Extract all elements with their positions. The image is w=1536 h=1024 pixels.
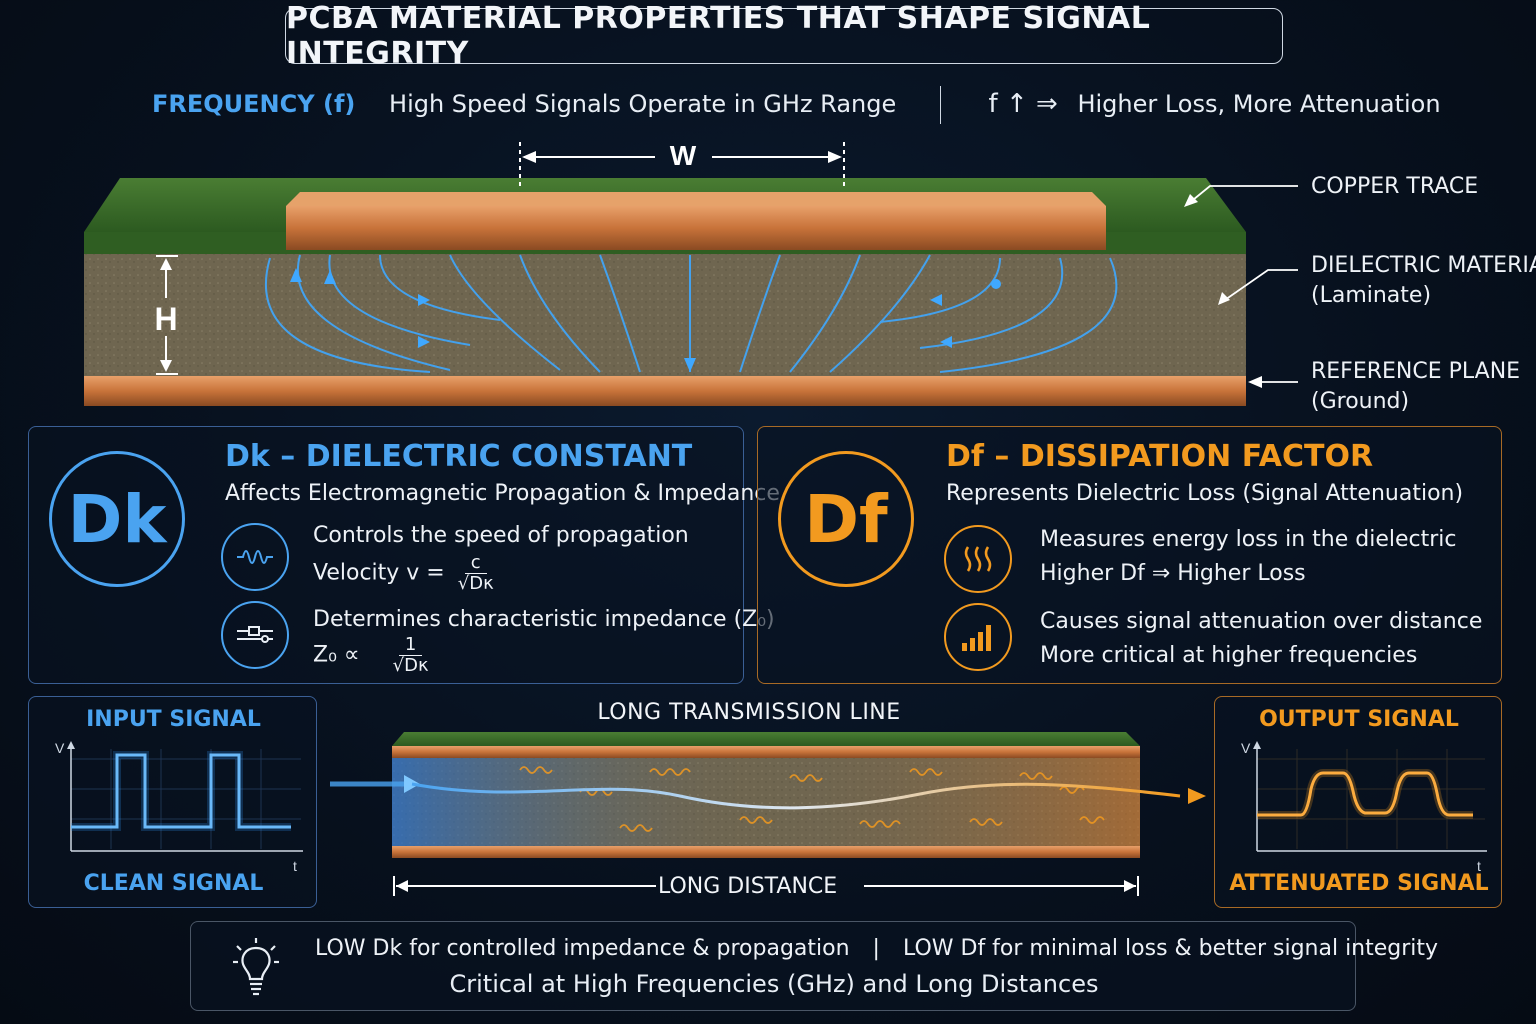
reference-plane-label-line1: REFERENCE PLANE (1311, 359, 1521, 384)
frequency-row: FREQUENCY (f) High Speed Signals Operate… (152, 86, 1441, 124)
dk-impedance-den: √Dκ (392, 655, 429, 676)
tline-top-copper (392, 746, 1140, 758)
frequency-description: High Speed Signals Operate in GHz Range (389, 90, 897, 118)
output-t-axis: t (1477, 858, 1481, 874)
wave-icon (221, 523, 289, 591)
output-signal-plot: V t (1241, 740, 1487, 874)
field-arrows (290, 268, 1001, 372)
summary-dk: LOW Dk for controlled impedance & propag… (315, 936, 850, 961)
frequency-effect: Higher Loss, More Attenuation (1077, 90, 1441, 118)
dk-badge: Dk (49, 451, 185, 587)
df-heading: Df – DISSIPATION FACTOR (946, 439, 1374, 474)
page-title-text: PCBA MATERIAL PROPERTIES THAT SHAPE SIGN… (286, 1, 1151, 71)
df-item2-text: Causes signal attenuation over distance (1040, 609, 1483, 634)
output-signal-panel: OUTPUT SIGNAL V t ATTENUATED SIGNAL (1214, 696, 1502, 908)
transmission-title: LONG TRANSMISSION LINE (597, 700, 901, 725)
copper-trace (286, 206, 1106, 250)
dk-subtitle: Affects Electromagnetic Propagation & Im… (225, 481, 780, 506)
height-label: H (154, 301, 177, 337)
dk-panel: Dk Dk – DIELECTRIC CONSTANT Affects Elec… (28, 426, 780, 684)
tline-green-top (392, 732, 1140, 746)
df-badge: Df (778, 451, 914, 587)
tline-bottom-copper (392, 846, 1140, 858)
reference-plane (84, 376, 1246, 406)
reference-plane-label: REFERENCE PLANE (Ground) (1311, 357, 1520, 417)
signal-wave (411, 782, 1181, 810)
df-panel: Df Df – DISSIPATION FACTOR Represents Di… (757, 426, 1502, 684)
dk-velocity-formula: Velocity v = c √Dκ (313, 553, 494, 594)
frequency-key: FREQUENCY (f) (152, 90, 356, 118)
reference-plane-label-line2: (Ground) (1311, 389, 1410, 414)
dk-heading: Dk – DIELECTRIC CONSTANT (225, 439, 693, 474)
dielectric-label: DIELECTRIC MATERIAL (Laminate) (1311, 251, 1536, 311)
transmission-distance: LONG DISTANCE (658, 874, 838, 899)
heat-icon (944, 525, 1012, 593)
dk-impedance-fraction: 1 √Dκ (393, 635, 429, 676)
df-subtitle: Represents Dielectric Loss (Signal Atten… (946, 481, 1464, 506)
frequency-divider (939, 86, 941, 124)
summary-line2: Critical at High Frequencies (GHz) and L… (449, 970, 1099, 998)
width-dimension (519, 142, 845, 190)
df-badge-text: Df (804, 480, 888, 558)
output-signal-caption: ATTENUATED SIGNAL (1229, 871, 1489, 896)
input-square-wave (71, 753, 291, 829)
signal-bars-icon (944, 603, 1012, 671)
dielectric-label-line2: (Laminate) (1311, 283, 1432, 308)
pcb-cross-section: W H (84, 140, 1298, 406)
df-item1-line2: Higher Df ⇒ Higher Loss (1040, 561, 1306, 586)
input-signal-caption: CLEAN SIGNAL (83, 871, 264, 896)
input-signal-title: INPUT SIGNAL (86, 707, 261, 732)
dk-badge-text: Dk (67, 480, 167, 558)
impedance-icon (221, 601, 289, 669)
transmission-line-diagram (330, 732, 1206, 896)
summary-line1: LOW Dk for controlled impedance & propag… (315, 936, 1438, 961)
summary-df: LOW Df for minimal loss & better signal … (902, 936, 1439, 961)
df-item2-line2: More critical at higher frequencies (1040, 643, 1418, 668)
width-label: W (670, 140, 697, 171)
input-t-axis: t (293, 858, 297, 874)
copper-trace-top (286, 192, 1106, 206)
frequency-effect-symbol: f ↑ ⇒ (988, 89, 1058, 119)
dk-item1-text: Controls the speed of propagation (313, 523, 689, 548)
dk-impedance-num: 1 (398, 635, 423, 656)
dk-impedance-formula: Z₀ ∝ 1 √Dκ (313, 635, 429, 676)
lightbulb-icon (233, 938, 279, 996)
dk-impedance-lhs: Z₀ ∝ (313, 642, 360, 668)
dk-velocity-fraction: c √Dκ (458, 553, 494, 594)
dk-item2-text: Determines characteristic impedance (Z₀) (313, 607, 775, 632)
output-v-axis: V (1241, 740, 1251, 756)
dk-velocity-num: c (464, 553, 487, 574)
output-attenuated-wave (1257, 771, 1473, 817)
dk-velocity-lhs: Velocity v = (313, 560, 445, 586)
dk-velocity-den: √Dκ (457, 573, 494, 594)
copper-trace-label: COPPER TRACE (1311, 174, 1479, 199)
df-item1-text: Measures energy loss in the dielectric (1040, 527, 1457, 552)
page-title: PCBA MATERIAL PROPERTIES THAT SHAPE SIGN… (285, 1, 1283, 71)
output-signal-title: OUTPUT SIGNAL (1259, 707, 1459, 732)
dielectric-label-line1: DIELECTRIC MATERIAL (1311, 253, 1536, 278)
input-v-axis: V (55, 740, 65, 756)
input-signal-plot: V t (55, 740, 303, 874)
input-signal-panel: INPUT SIGNAL V t CLEAN SIGNAL (28, 696, 317, 908)
summary-divider: | (872, 936, 880, 961)
dielectric-layer (84, 254, 1246, 376)
summary-box: LOW Dk for controlled impedance & propag… (190, 921, 1438, 1011)
